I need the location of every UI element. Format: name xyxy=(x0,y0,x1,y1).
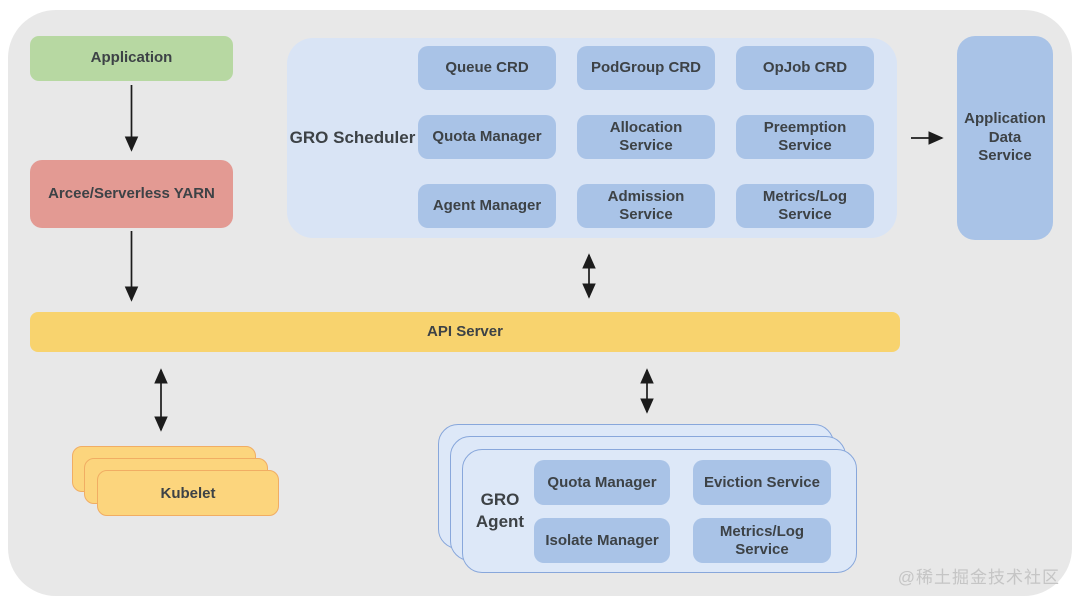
kubelet-box: Kubelet xyxy=(97,470,279,516)
gro-agent-module-grid: Quota Manager Eviction Service Isolate M… xyxy=(534,460,831,563)
scheduler-module-queue-crd: Queue CRD xyxy=(418,46,556,90)
gro-scheduler-container: GRO Scheduler Queue CRD PodGroup CRD OpJ… xyxy=(287,38,897,238)
application-box: Application xyxy=(30,36,233,81)
watermark: @稀土掘金技术社区 xyxy=(897,568,1060,587)
scheduler-module-opjob-crd: OpJob CRD xyxy=(736,46,874,90)
scheduler-module-preemption-service: Preemption Service xyxy=(736,115,874,159)
yarn-box: Arcee/Serverless YARN xyxy=(30,160,233,228)
agent-module-quota-manager: Quota Manager xyxy=(534,460,670,505)
scheduler-module-podgroup-crd: PodGroup CRD xyxy=(577,46,715,90)
gro-scheduler-label: GRO Scheduler xyxy=(289,128,416,148)
scheduler-module-agent-manager: Agent Manager xyxy=(418,184,556,228)
scheduler-module-metrics-log-service: Metrics/Log Service xyxy=(736,184,874,228)
scheduler-module-admission-service: Admission Service xyxy=(577,184,715,228)
agent-module-eviction-service: Eviction Service xyxy=(693,460,831,505)
application-data-service-box: Application Data Service xyxy=(957,36,1053,240)
agent-module-metrics-log-service: Metrics/Log Service xyxy=(693,518,831,563)
agent-module-isolate-manager: Isolate Manager xyxy=(534,518,670,563)
scheduler-module-quota-manager: Quota Manager xyxy=(418,115,556,159)
api-server-bar: API Server xyxy=(30,312,900,352)
scheduler-module-allocation-service: Allocation Service xyxy=(577,115,715,159)
gro-scheduler-module-grid: Queue CRD PodGroup CRD OpJob CRD Quota M… xyxy=(418,46,874,228)
